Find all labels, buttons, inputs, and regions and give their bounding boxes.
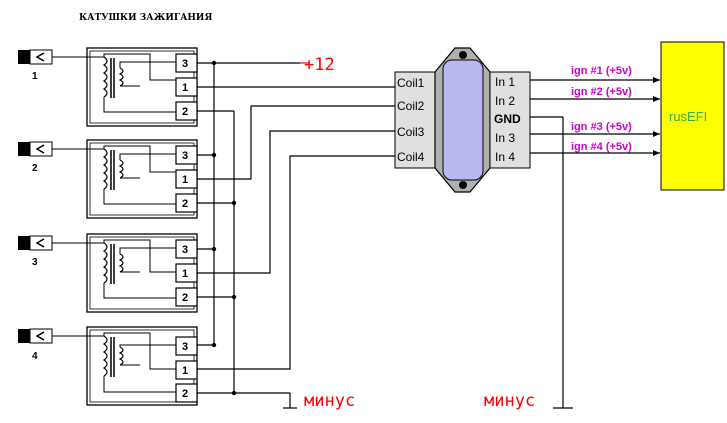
module-window (442, 59, 484, 181)
mount-hole-top (459, 51, 467, 59)
pin-1-box (175, 360, 198, 380)
primary-winding (102, 56, 108, 98)
ign-arrows (653, 77, 660, 156)
pin-2-label: 2 (182, 292, 188, 304)
ign-1-label: ign #1 (+5v) (571, 65, 632, 77)
ground-junctions (231, 200, 237, 396)
spark-plug-icon (18, 50, 30, 64)
module-pin-in3: In 3 (495, 131, 515, 145)
coil-number: 3 (32, 257, 38, 268)
secondary-winding (118, 346, 124, 366)
pin-1-label: 1 (182, 82, 188, 94)
mount-hole-bottom (459, 181, 467, 189)
pin-2-label: 2 (182, 198, 188, 210)
ign-wires (530, 79, 660, 154)
pin-3-box (175, 336, 198, 356)
ground-label-right: минус (484, 391, 535, 411)
pin-2-label: 2 (182, 106, 188, 118)
module-pin-gnd: GND (494, 112, 521, 126)
module-right-pins (489, 71, 531, 169)
module-pin-coil1: Coil1 (397, 76, 425, 90)
diagram-title: КАТУШКИ ЗАЖИГАНИЯ (79, 13, 212, 23)
module-pin-coil2: Coil2 (397, 99, 425, 113)
secondary-winding (118, 253, 124, 273)
module-pin-in2: In 2 (495, 94, 515, 108)
coil-1: 3 1 2 1 (18, 47, 198, 127)
spark-plug-icon (18, 236, 30, 250)
pin-3-label: 3 (182, 150, 188, 162)
primary-winding (102, 242, 108, 284)
coil-3: 3 1 2 3 (18, 233, 198, 313)
ecu-label: rusEFI (669, 109, 707, 124)
primary-winding (102, 148, 108, 190)
spark-plug-icon (18, 142, 30, 156)
module-ground-wire (530, 116, 573, 409)
ign-4-label: ign #4 (+5v) (571, 141, 632, 153)
ignition-module: Coil1 Coil2 Coil3 Coil4 In 1 In 2 GND In… (394, 47, 531, 193)
secondary-winding (118, 159, 124, 179)
pin-3-label: 3 (182, 58, 188, 70)
coil-signal-wires (197, 86, 395, 370)
supply-label: +12 (304, 55, 335, 75)
ign-3-label: ign #3 (+5v) (571, 121, 632, 133)
pin-3-label: 3 (182, 341, 188, 353)
pin-1-label: 1 (182, 174, 188, 186)
module-pin-coil4: Coil4 (397, 150, 425, 164)
coil-number: 1 (32, 71, 38, 82)
ign-2-label: ign #2 (+5v) (571, 86, 632, 98)
pin-3-label: 3 (182, 244, 188, 256)
spark-plug-icon (18, 329, 30, 343)
pin-1-label: 1 (182, 268, 188, 280)
secondary-winding (118, 67, 124, 87)
module-pin-in4: In 4 (495, 150, 515, 164)
ground-label-left: минус (304, 391, 355, 411)
coil-2: 3 1 2 2 (18, 139, 198, 219)
module-pin-coil3: Coil3 (397, 125, 425, 139)
supply-junctions (211, 60, 217, 348)
coil-number: 2 (32, 163, 38, 174)
coil-4: 3 1 2 4 (18, 326, 198, 406)
ecu-box (660, 41, 725, 191)
supply-bus (197, 62, 300, 346)
coil-number: 4 (32, 351, 38, 362)
ground-bus (197, 110, 297, 409)
module-left-pins (394, 71, 436, 169)
pin-1-label: 1 (182, 365, 188, 377)
primary-winding (102, 335, 108, 377)
module-pin-in1: In 1 (495, 75, 515, 89)
pin-2-label: 2 (182, 388, 188, 400)
